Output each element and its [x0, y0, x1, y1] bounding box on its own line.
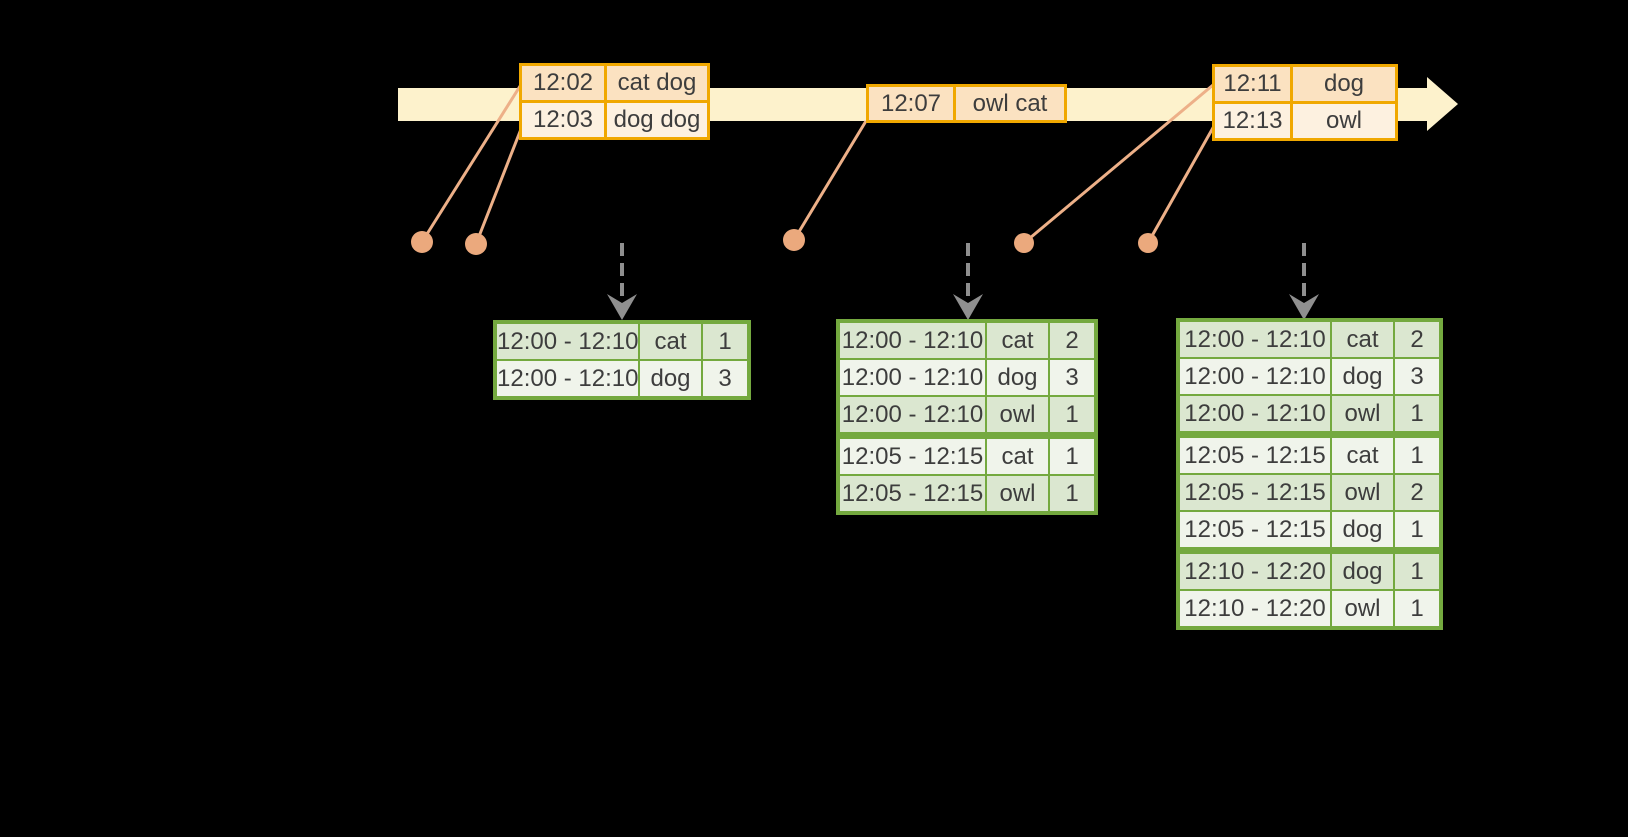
event-words-cell: dog [1293, 67, 1395, 101]
event-words-cell: owl [1293, 104, 1395, 138]
word-cell: dog [1332, 554, 1393, 589]
window-cell: 12:00 - 12:10 [840, 323, 985, 358]
word-cell: cat [640, 324, 701, 359]
event-time-cell: 12:02 [522, 66, 604, 100]
count-cell: 2 [1395, 322, 1439, 357]
word-cell: dog [1332, 512, 1393, 547]
word-cell: owl [1332, 591, 1393, 626]
event-dot [1138, 233, 1158, 253]
event-dot [783, 229, 805, 251]
window-cell: 12:00 - 12:10 [1180, 322, 1330, 357]
window-cell: 12:00 - 12:10 [840, 397, 985, 432]
word-cell: owl [987, 476, 1048, 511]
count-cell: 1 [1395, 512, 1439, 547]
event-connector-line [474, 123, 525, 245]
count-cell: 2 [1050, 323, 1094, 358]
window-cell: 12:00 - 12:10 [840, 360, 985, 395]
count-cell: 3 [703, 361, 747, 396]
count-cell: 1 [1395, 591, 1439, 626]
word-cell: cat [1332, 322, 1393, 357]
count-cell: 3 [1050, 360, 1094, 395]
event-dot [411, 231, 433, 253]
count-cell: 3 [1395, 359, 1439, 394]
count-cell: 1 [703, 324, 747, 359]
trigger-arrowhead-icon [953, 294, 983, 320]
event-words-cell: owl cat [956, 87, 1064, 120]
word-cell: cat [987, 323, 1048, 358]
word-cell: dog [1332, 359, 1393, 394]
window-cell: 12:05 - 12:15 [1180, 438, 1330, 473]
event-time-cell: 12:03 [522, 103, 604, 137]
window-cell: 12:10 - 12:20 [1180, 554, 1330, 589]
event-time-cell: 12:07 [869, 87, 953, 120]
event-connector-line [792, 120, 868, 241]
word-cell: owl [1332, 475, 1393, 510]
event-time-cell: 12:13 [1215, 104, 1290, 138]
count-cell: 1 [1050, 439, 1094, 474]
word-cell: owl [987, 397, 1048, 432]
count-cell: 1 [1395, 396, 1439, 431]
word-cell: cat [1332, 438, 1393, 473]
event-words-cell: cat dog [607, 66, 707, 100]
event-time-cell: 12:11 [1215, 67, 1290, 101]
window-cell: 12:00 - 12:10 [497, 361, 638, 396]
count-cell: 1 [1395, 554, 1439, 589]
count-cell: 2 [1395, 475, 1439, 510]
window-cell: 12:05 - 12:15 [840, 439, 985, 474]
timeline-arrowhead-icon [1427, 77, 1458, 131]
count-cell: 1 [1395, 438, 1439, 473]
event-connector-line [1146, 125, 1216, 244]
word-cell: dog [987, 360, 1048, 395]
word-cell: cat [987, 439, 1048, 474]
window-cell: 12:05 - 12:15 [1180, 475, 1330, 510]
count-cell: 1 [1050, 476, 1094, 511]
window-cell: 12:00 - 12:10 [497, 324, 638, 359]
event-dot [465, 233, 487, 255]
event-words-cell: dog dog [607, 103, 707, 137]
event-dot [1014, 233, 1034, 253]
word-cell: dog [640, 361, 701, 396]
count-cell: 1 [1050, 397, 1094, 432]
trigger-arrowhead-icon [1289, 294, 1319, 320]
window-cell: 12:05 - 12:15 [1180, 512, 1330, 547]
window-cell: 12:05 - 12:15 [840, 476, 985, 511]
word-cell: owl [1332, 396, 1393, 431]
window-cell: 12:00 - 12:10 [1180, 396, 1330, 431]
window-cell: 12:10 - 12:20 [1180, 591, 1330, 626]
trigger-arrowhead-icon [607, 294, 637, 320]
window-cell: 12:00 - 12:10 [1180, 359, 1330, 394]
